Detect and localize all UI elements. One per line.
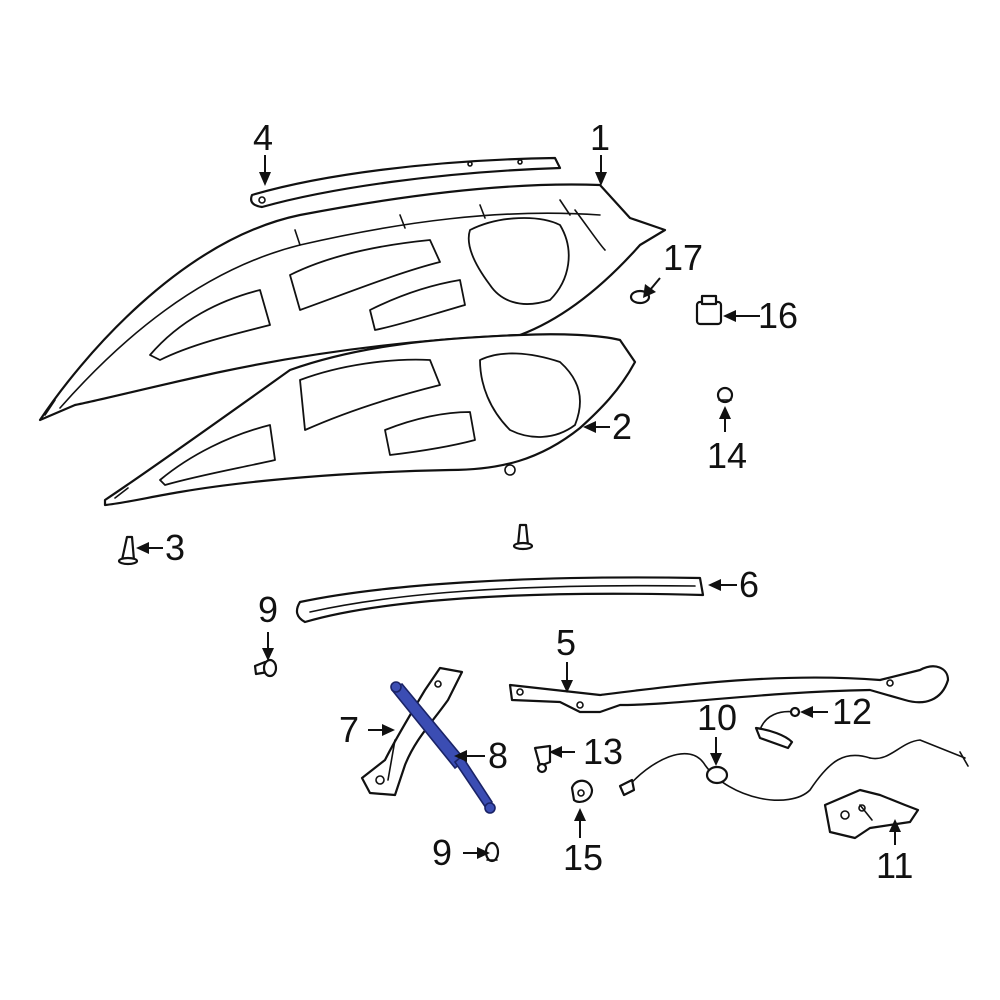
callout-5: 5 [556, 622, 576, 663]
callout-4: 4 [253, 117, 273, 158]
part-4-hood-seal [250, 156, 562, 209]
part-12-cable-end [754, 706, 801, 750]
part-1-hood [38, 183, 667, 422]
callout-7: 7 [339, 709, 359, 750]
callout-3: 3 [165, 527, 185, 568]
callout-1: 1 [590, 117, 610, 158]
part-2-hood-insulator [103, 333, 637, 507]
callout-labels: 1 4 17 16 2 14 3 6 9 5 10 12 7 8 13 15 9… [165, 117, 913, 886]
callout-8: 8 [488, 735, 508, 776]
part-7-hinge [360, 666, 464, 797]
callout-9-upper: 9 [258, 589, 278, 630]
part-3-pin [117, 535, 139, 566]
part-14-bumper [716, 386, 734, 404]
part-6-seal [295, 576, 705, 624]
callout-13: 13 [583, 731, 623, 772]
part-16-bumper [695, 294, 723, 326]
callout-12: 12 [832, 691, 872, 732]
callout-14: 14 [707, 435, 747, 476]
part-9-stud-lower [484, 841, 500, 863]
callout-6: 6 [739, 564, 759, 605]
part-13-clip [533, 744, 552, 774]
part-9-stud-upper [253, 658, 278, 678]
callout-15: 15 [563, 837, 603, 878]
part-5-support [508, 665, 950, 714]
part-10-release-cable [618, 739, 969, 801]
callout-17: 17 [663, 237, 703, 278]
callout-11: 11 [876, 845, 913, 886]
callout-16: 16 [758, 295, 798, 336]
leader-arrows [136, 155, 901, 859]
part-11-latch [823, 788, 920, 840]
callout-10: 10 [697, 697, 737, 738]
retainer-pin [512, 523, 534, 551]
part-15-clip [570, 779, 594, 804]
callout-9-lower: 9 [432, 832, 452, 873]
callout-2: 2 [612, 406, 632, 447]
